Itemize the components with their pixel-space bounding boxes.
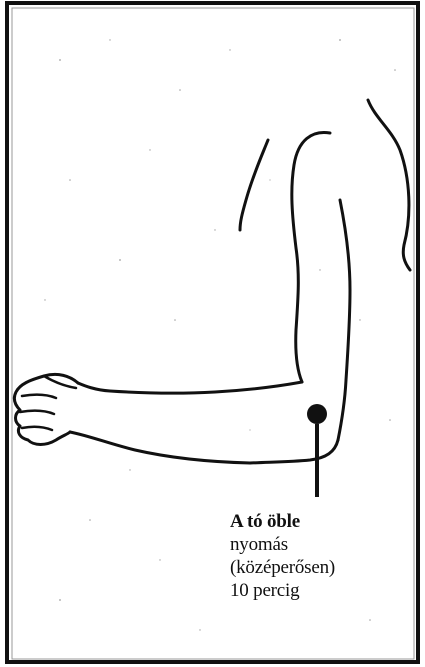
shoulder-curve bbox=[292, 132, 330, 382]
caption-line-1: A tó öble bbox=[230, 510, 420, 533]
forearm-top-line bbox=[78, 382, 302, 393]
caption-line-4: 10 percig bbox=[230, 579, 420, 602]
pressure-point-dot bbox=[307, 404, 327, 424]
upper-arm-outer-line bbox=[368, 100, 410, 270]
caption-line-2: nyomás bbox=[230, 533, 420, 556]
elbow-line bbox=[250, 440, 338, 463]
finger-line-3 bbox=[22, 427, 52, 430]
bicep-inner-line bbox=[338, 200, 350, 440]
pressure-point-caption: A tó öble nyomás (középerősen) 10 percig bbox=[230, 510, 420, 602]
finger-line-1 bbox=[22, 395, 56, 398]
fist-outline bbox=[14, 374, 78, 444]
caption-line-3: (középerősen) bbox=[230, 556, 420, 579]
forearm-bottom-line bbox=[70, 432, 250, 463]
finger-line-2 bbox=[20, 411, 54, 414]
upper-arm-back-line bbox=[240, 140, 268, 230]
